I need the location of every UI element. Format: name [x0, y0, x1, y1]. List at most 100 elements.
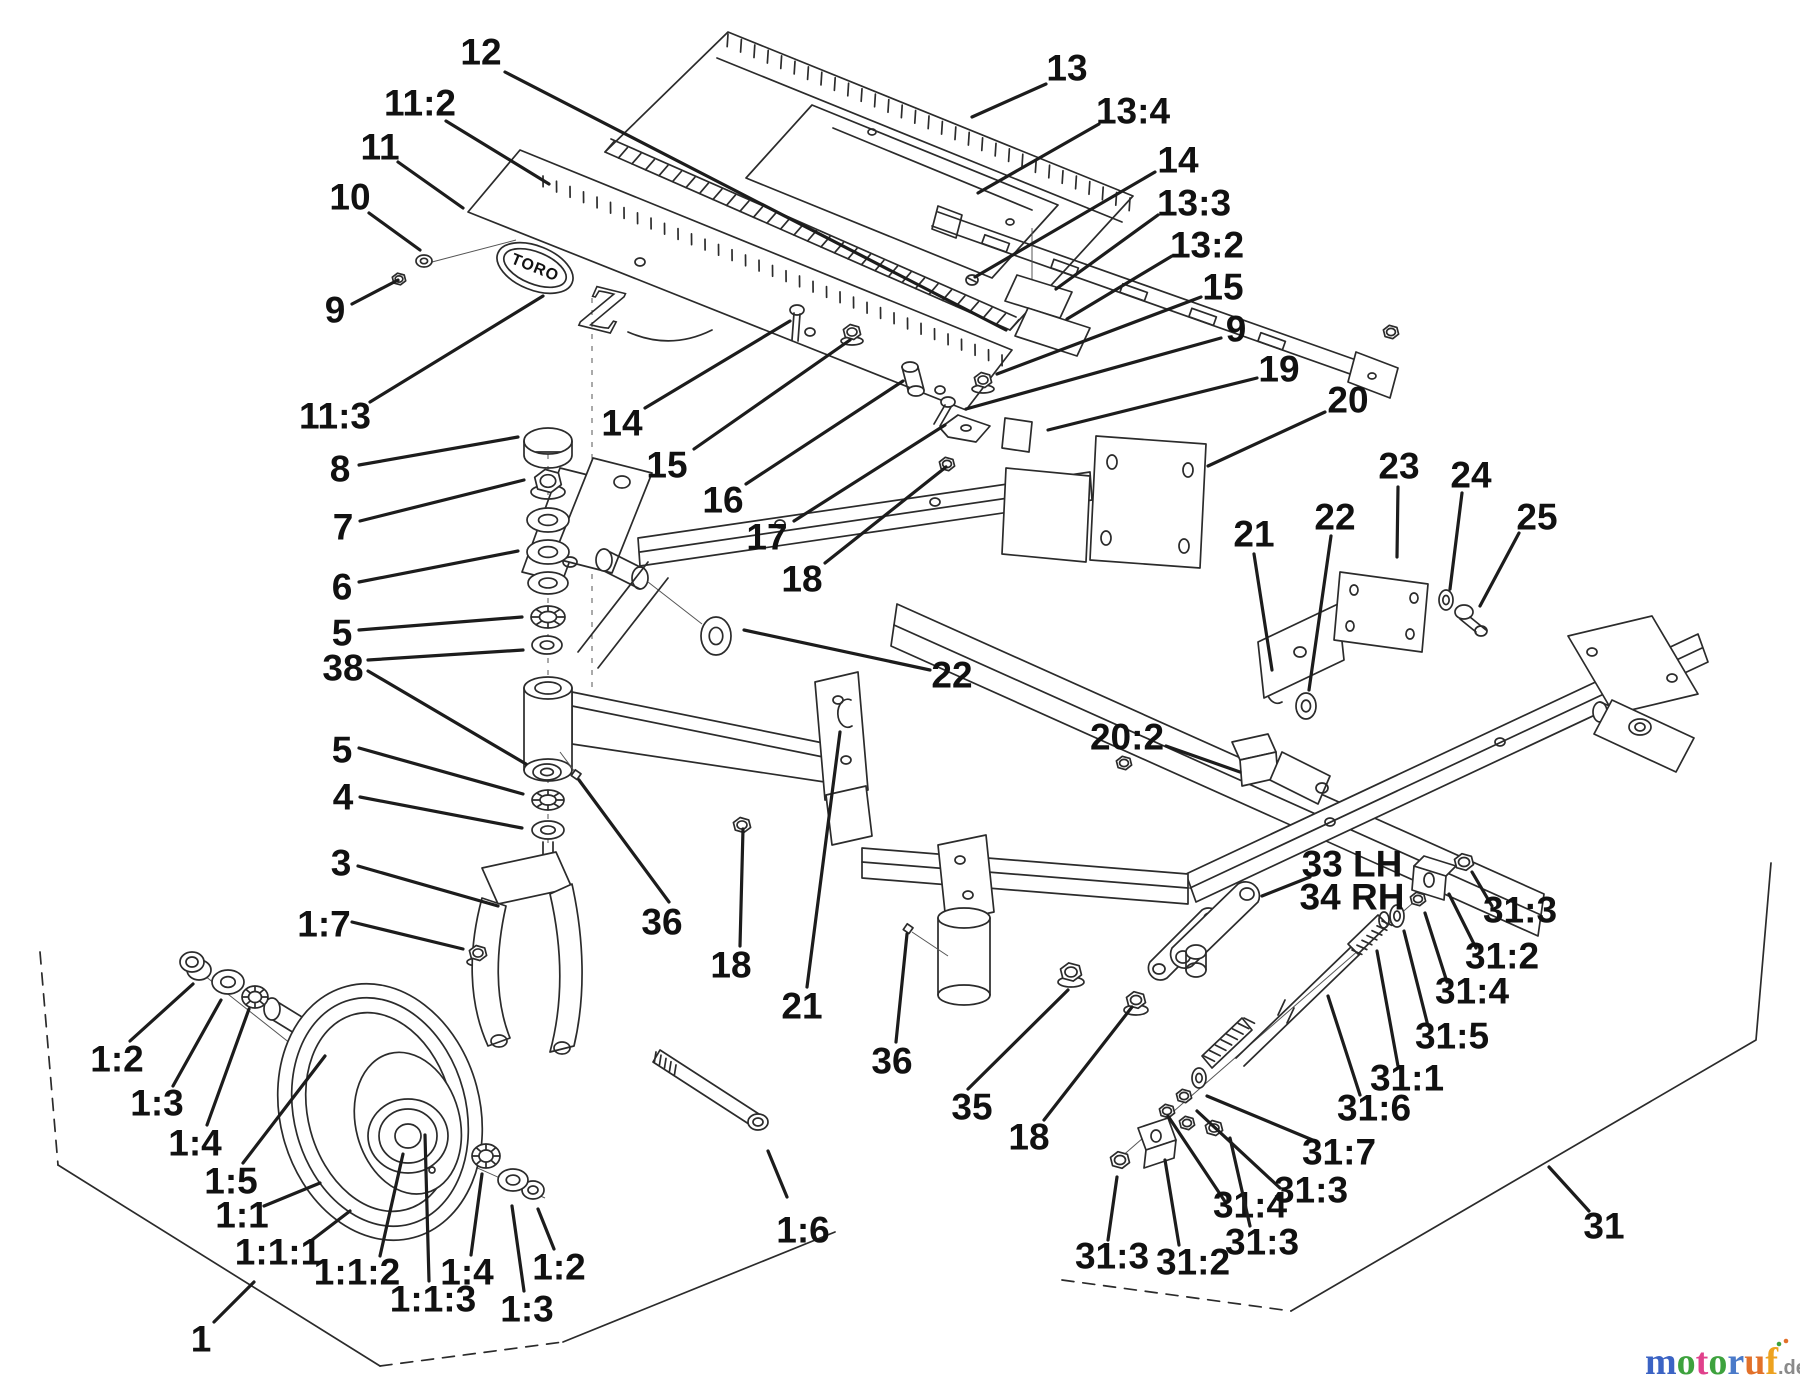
- generated-hardware-layer: [211, 33, 1475, 1192]
- callout-36: 36: [641, 902, 682, 943]
- callout-31-2: 31:2: [1465, 936, 1539, 977]
- leader-line: [1166, 1114, 1228, 1205]
- hex-nut: [1125, 990, 1147, 1010]
- callout-31-3: 31:3: [1225, 1222, 1299, 1263]
- frame-strut: [577, 561, 669, 669]
- leader-line: [1260, 875, 1312, 898]
- right-hanger: [1567, 615, 1699, 773]
- leader-line: [241, 1054, 327, 1165]
- leader-line: [805, 730, 842, 989]
- hex-nut: [1059, 962, 1083, 982]
- callout-1-6: 1:6: [776, 1210, 829, 1251]
- hex-nut: [1115, 755, 1133, 771]
- washer: [700, 616, 732, 656]
- callout-1-7: 1:7: [297, 904, 350, 945]
- callout-19: 19: [1258, 349, 1299, 390]
- callout-4: 4: [333, 777, 354, 818]
- leader-line: [970, 82, 1048, 119]
- callout-25: 25: [1516, 497, 1557, 538]
- callout-14: 14: [1157, 140, 1199, 181]
- callout-22: 22: [1314, 497, 1355, 538]
- hex-nut: [1453, 852, 1475, 872]
- leader-line: [966, 988, 1070, 1091]
- rail-slot: [1257, 331, 1287, 351]
- callout-8: 8: [330, 449, 351, 490]
- washer: [1191, 1067, 1207, 1089]
- anti-rotation-bracket: [939, 414, 991, 443]
- leader-line: [510, 1204, 526, 1293]
- callout-1-1-1: 1:1:1: [235, 1232, 321, 1273]
- grease-fitting: [559, 751, 582, 781]
- callout-1-1-3: 1:1:3: [390, 1279, 476, 1320]
- callout-12: 12: [460, 32, 501, 73]
- boundary-left: [39, 951, 836, 1367]
- hex-nut: [842, 323, 862, 341]
- leader-line: [1375, 949, 1400, 1068]
- leader-line: [1065, 254, 1174, 321]
- leader-line: [1395, 485, 1400, 559]
- leader-line: [1307, 534, 1333, 692]
- callout-31-4: 31:4: [1435, 971, 1509, 1012]
- callout-31-3: 31:3: [1483, 890, 1557, 931]
- leader-line: [1205, 1094, 1317, 1143]
- hex-nut: [1178, 1115, 1196, 1131]
- callout-21: 21: [781, 986, 822, 1027]
- washer: [211, 969, 245, 995]
- hex-nut: [468, 944, 488, 962]
- leader-line: [738, 827, 745, 948]
- callout-1-1: 1:1: [215, 1195, 268, 1236]
- leader-line: [577, 778, 671, 904]
- callout-11: 11: [360, 127, 399, 168]
- callout-15: 15: [646, 445, 687, 486]
- leader-line: [744, 379, 905, 486]
- leader-line: [1206, 410, 1327, 468]
- callout-13: 13: [1046, 48, 1087, 89]
- leader-line: [171, 998, 223, 1088]
- callout-1-3: 1:3: [130, 1083, 183, 1124]
- mount-plate-left: [1001, 435, 1207, 569]
- leader-line: [742, 628, 932, 672]
- washer: [415, 254, 433, 268]
- washer: [531, 635, 563, 655]
- callout-31-4: 31:4: [1213, 1185, 1287, 1226]
- watermark-dot: [1783, 1338, 1789, 1344]
- callout-16: 16: [702, 480, 743, 521]
- leader-line: [128, 982, 195, 1043]
- leader-line: [1423, 911, 1449, 984]
- leader-line: [995, 295, 1203, 376]
- watermark-logo: motoruf.de: [1645, 1338, 1800, 1383]
- callout-31-3: 31:3: [1274, 1170, 1348, 1211]
- deck-cover: [604, 31, 1134, 331]
- callout-31-6: 31:6: [1337, 1088, 1411, 1129]
- callout-31-7: 31:7: [1302, 1132, 1376, 1173]
- leader-line: [1228, 1136, 1252, 1228]
- leader-line: [1478, 531, 1521, 608]
- leader-line: [350, 278, 400, 306]
- washer: [1389, 904, 1405, 928]
- leader-line: [792, 423, 947, 523]
- leader-line: [823, 465, 948, 565]
- callout-11-2: 11:2: [384, 83, 456, 124]
- hex-nut: [1409, 891, 1427, 907]
- leader-line: [1054, 213, 1160, 291]
- leader-line: [1106, 1175, 1119, 1242]
- leader-line: [212, 1280, 256, 1324]
- callout-11-3: 11:3: [299, 396, 371, 437]
- leader-line: [205, 1007, 251, 1127]
- watermark-dot: [1776, 1341, 1782, 1347]
- frame-left-rail: [571, 691, 839, 785]
- callout-20-2: 20:2: [1090, 717, 1164, 758]
- callout-15: 15: [1202, 267, 1243, 308]
- frame-front-rail: [861, 847, 1189, 905]
- rail-slot: [1119, 282, 1149, 302]
- callout-35: 35: [951, 1087, 992, 1128]
- callout-31-1: 31:1: [1370, 1058, 1444, 1099]
- callout-5: 5: [332, 730, 353, 771]
- leader-line: [1402, 929, 1430, 1028]
- frame-weldment: [523, 471, 1709, 1006]
- leader-line: [378, 1152, 405, 1258]
- callout-14: 14: [601, 403, 643, 444]
- leader-line: [964, 336, 1223, 411]
- hex-bolt: [1454, 604, 1488, 637]
